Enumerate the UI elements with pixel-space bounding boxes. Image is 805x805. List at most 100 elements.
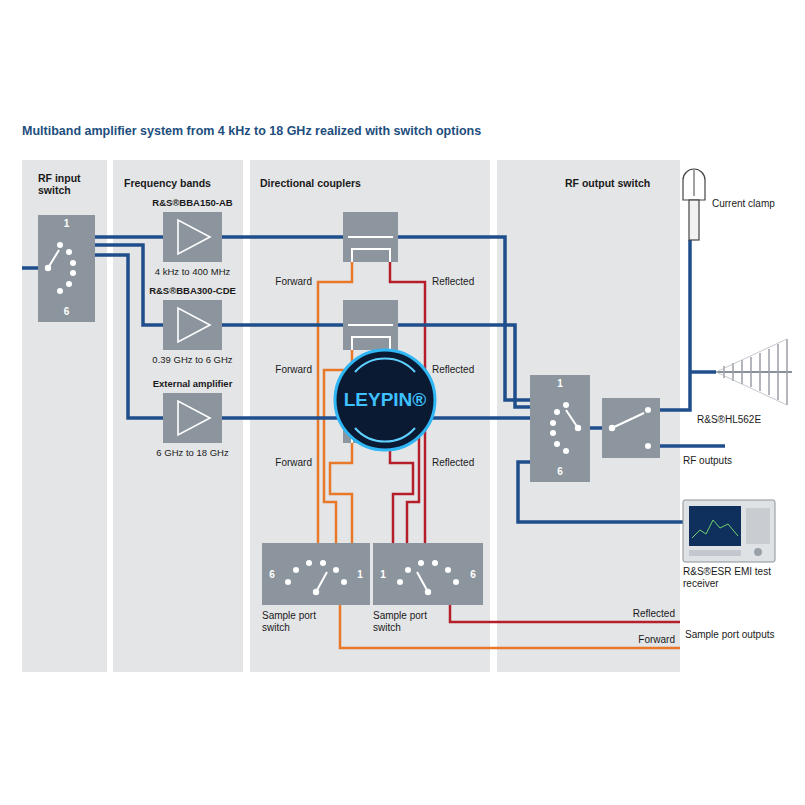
switch-contact bbox=[320, 560, 326, 566]
switch-contact bbox=[57, 288, 63, 294]
column-heading: RF input switch bbox=[38, 172, 100, 196]
signal-label: Reflected bbox=[432, 276, 492, 288]
current-clamp-body bbox=[689, 200, 699, 240]
signal-label: Forward bbox=[250, 276, 312, 288]
rf-wire bbox=[660, 444, 725, 448]
switch-contact bbox=[563, 402, 569, 408]
switch-contact bbox=[70, 260, 76, 266]
antenna-elements bbox=[724, 339, 787, 405]
switch-name: Sample port switch bbox=[373, 610, 435, 634]
receiver-screen bbox=[689, 506, 741, 546]
switch-lever bbox=[48, 250, 59, 268]
switch-contact bbox=[70, 270, 76, 276]
sample-port-switch: 16Sample port switch bbox=[373, 543, 483, 605]
switch-contact bbox=[405, 567, 411, 573]
receiver-body bbox=[683, 500, 775, 562]
port-number: 1 bbox=[354, 569, 366, 581]
forward-output-wire bbox=[340, 605, 680, 648]
rf-wire bbox=[518, 462, 683, 522]
coupler-symbol bbox=[348, 237, 393, 262]
column-heading: RF output switch bbox=[565, 177, 675, 189]
rf-signal-line bbox=[95, 235, 163, 239]
receiver-panel bbox=[689, 550, 741, 556]
port-number: 1 bbox=[530, 378, 590, 390]
output-label: RF outputs bbox=[683, 455, 783, 467]
amplifier-name: R&S®BBA150-AB bbox=[127, 197, 258, 209]
reflected-output-wire bbox=[450, 605, 680, 622]
switch-contact bbox=[550, 420, 556, 426]
frequency-range: 6 GHz to 18 GHz bbox=[127, 447, 258, 459]
switch-contact bbox=[333, 567, 339, 573]
switch-contact bbox=[418, 560, 424, 566]
switch-lever bbox=[612, 413, 644, 428]
device-label: Current clamp bbox=[712, 198, 802, 210]
two-way-switch bbox=[602, 398, 660, 458]
switch-lever bbox=[417, 572, 428, 592]
switch-contact bbox=[563, 448, 569, 454]
column-heading: Frequency bands bbox=[124, 177, 239, 189]
port-number: 6 bbox=[266, 569, 278, 581]
signal-label: Forward bbox=[615, 634, 675, 646]
port-number: 6 bbox=[467, 569, 479, 581]
switch-contact bbox=[645, 407, 651, 413]
rf-signal-line bbox=[95, 255, 163, 418]
output-label: Sample port outputs bbox=[685, 629, 800, 641]
amplifier-name: External amplifier bbox=[127, 378, 258, 390]
rf-wire bbox=[660, 240, 690, 410]
switch-lever bbox=[316, 572, 327, 592]
switch-contact bbox=[645, 443, 651, 449]
current-clamp-slit bbox=[694, 170, 695, 196]
diagram-title: Multiband amplifier system from 4 kHz to… bbox=[22, 124, 722, 139]
switch-contact bbox=[453, 579, 459, 585]
switch-contact bbox=[306, 560, 312, 566]
switch-contact bbox=[554, 441, 560, 447]
amplifier-name: R&S®BBA300-CDE bbox=[127, 285, 258, 297]
switch-contact bbox=[397, 579, 403, 585]
switch-lever bbox=[566, 410, 578, 428]
amplifier-box: R&S®BBA150-AB4 kHz to 400 MHz bbox=[163, 212, 222, 262]
column-band: RF input switch 1 6 bbox=[22, 160, 107, 672]
receiver-keypad bbox=[746, 508, 770, 544]
device-label: R&S®HL562E bbox=[697, 414, 797, 426]
switch-contact bbox=[554, 409, 560, 415]
signal-label: Reflected bbox=[432, 457, 492, 469]
receiver-knob bbox=[754, 548, 762, 556]
signal-label: Reflected bbox=[615, 608, 675, 620]
reflected-sample-wire bbox=[390, 443, 413, 543]
switch-contact bbox=[445, 567, 451, 573]
forward-sample-wire bbox=[330, 443, 352, 543]
signal-label: Reflected bbox=[432, 364, 492, 376]
coupler-box bbox=[343, 212, 398, 262]
frequency-range: 4 kHz to 400 MHz bbox=[127, 266, 258, 278]
port-number: 6 bbox=[530, 466, 590, 478]
switch-name: Sample port switch bbox=[262, 610, 324, 634]
coupler-box bbox=[343, 300, 398, 350]
switch-contact bbox=[432, 560, 438, 566]
switch-contact bbox=[293, 567, 299, 573]
port-number: 6 bbox=[38, 306, 95, 318]
switch-contact bbox=[550, 430, 556, 436]
switch-contact bbox=[66, 281, 72, 287]
device-label: R&S®ESR EMI test receiver bbox=[683, 566, 798, 590]
signal-label: Forward bbox=[250, 457, 312, 469]
switch-contact bbox=[341, 579, 347, 585]
amplifier-symbol bbox=[178, 220, 210, 254]
watermark-disc bbox=[335, 350, 435, 450]
antenna-boom bbox=[716, 371, 792, 373]
amplifier-symbol bbox=[178, 401, 210, 435]
antenna-outline bbox=[716, 339, 787, 405]
column-heading: Directional couplers bbox=[260, 177, 460, 189]
signal-label: Forward bbox=[250, 364, 312, 376]
rf-wire bbox=[590, 426, 602, 430]
switch-contact bbox=[66, 249, 72, 255]
rf-input-wire bbox=[22, 266, 38, 270]
port-number: 1 bbox=[38, 218, 95, 230]
receiver-trace bbox=[692, 520, 738, 538]
amplifier-symbol bbox=[178, 308, 210, 342]
switch-contact bbox=[57, 242, 63, 248]
sample-port-switch: 61Sample port switch bbox=[262, 543, 370, 605]
amplifier-box: R&S®BBA300-CDE0.39 GHz to 6 GHz bbox=[163, 300, 222, 350]
switch-contact bbox=[285, 579, 291, 585]
amplifier-box: External amplifier6 GHz to 18 GHz bbox=[163, 393, 222, 443]
watermark: LEYPIN® bbox=[335, 389, 435, 411]
